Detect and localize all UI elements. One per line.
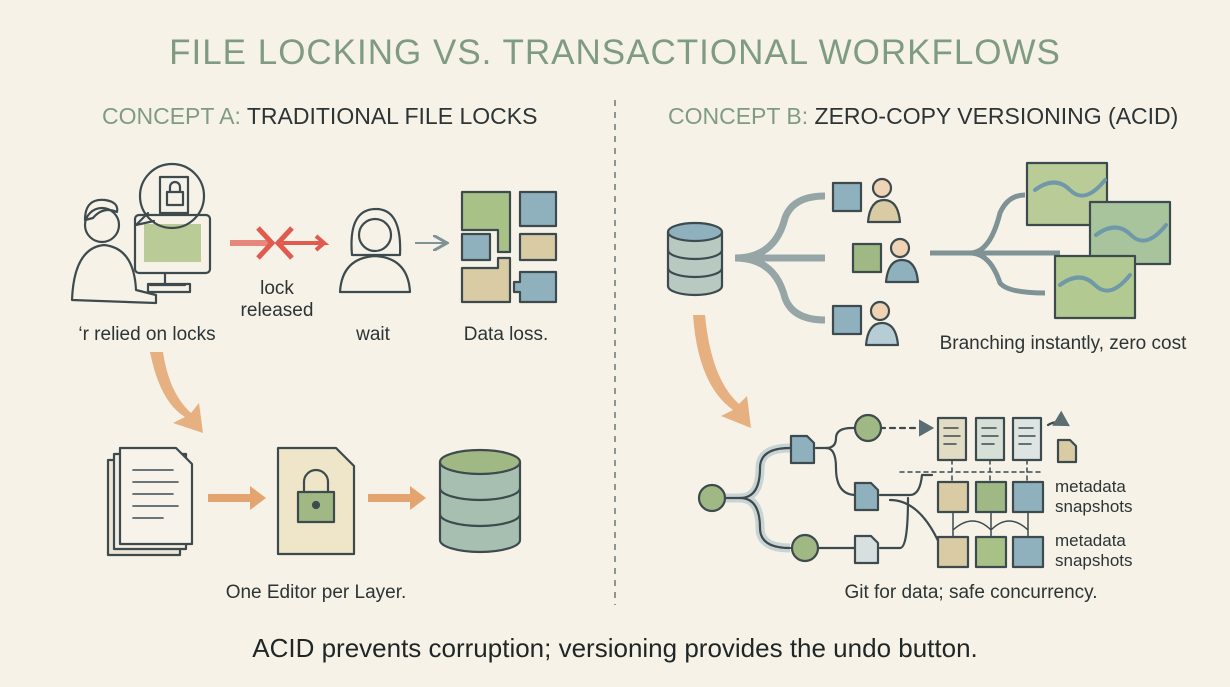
page-title: FILE LOCKING VS. TRANSACTIONAL WORKFLOWS bbox=[169, 33, 1061, 72]
curved-arrow-icon bbox=[693, 315, 751, 428]
conflict-arrows-icon bbox=[230, 226, 330, 260]
concept-a-prefix: CONCEPT A: bbox=[102, 103, 241, 129]
branch-arrows bbox=[734, 192, 826, 324]
arrow-head-icon bbox=[410, 486, 426, 510]
one-editor-caption: One Editor per Layer. bbox=[226, 582, 407, 603]
editor-at-computer-icon bbox=[70, 162, 212, 305]
data-loss-caption: Data loss. bbox=[464, 324, 548, 345]
snapshot-documents bbox=[899, 416, 1045, 569]
concept-a-heading: CONCEPT A: TRADITIONAL FILE LOCKS bbox=[102, 103, 537, 129]
map-snapshots-icon bbox=[1025, 161, 1172, 320]
version-graph bbox=[697, 410, 1078, 569]
branching-caption: Branching instantly, zero cost bbox=[940, 333, 1187, 354]
arrow-head-icon bbox=[250, 486, 266, 510]
wait-caption: wait bbox=[355, 324, 391, 345]
waiting-user-icon bbox=[338, 207, 412, 294]
concept-a-title: TRADITIONAL FILE LOCKS bbox=[247, 103, 538, 129]
concept-b-heading: CONCEPT B: ZERO-COPY VERSIONING (ACID) bbox=[668, 103, 1178, 129]
map-branches bbox=[930, 192, 1060, 296]
database-icon bbox=[438, 448, 522, 554]
database-icon bbox=[666, 221, 724, 297]
developer-workstations-icon bbox=[831, 177, 920, 347]
fragmented-data-icon bbox=[460, 190, 558, 304]
document-stack-icon bbox=[106, 446, 194, 557]
editor-caption: ‘r relied on locks bbox=[78, 324, 215, 345]
locked-file-icon bbox=[276, 446, 356, 556]
concept-b-prefix: CONCEPT B: bbox=[668, 103, 808, 129]
concept-b-title: ZERO-COPY VERSIONING (ACID) bbox=[815, 103, 1179, 129]
footer-summary: ACID prevents corruption; versioning pro… bbox=[252, 633, 978, 663]
git-caption: Git for data; safe concurrency. bbox=[844, 582, 1097, 603]
curved-arrow-icon bbox=[150, 352, 203, 433]
